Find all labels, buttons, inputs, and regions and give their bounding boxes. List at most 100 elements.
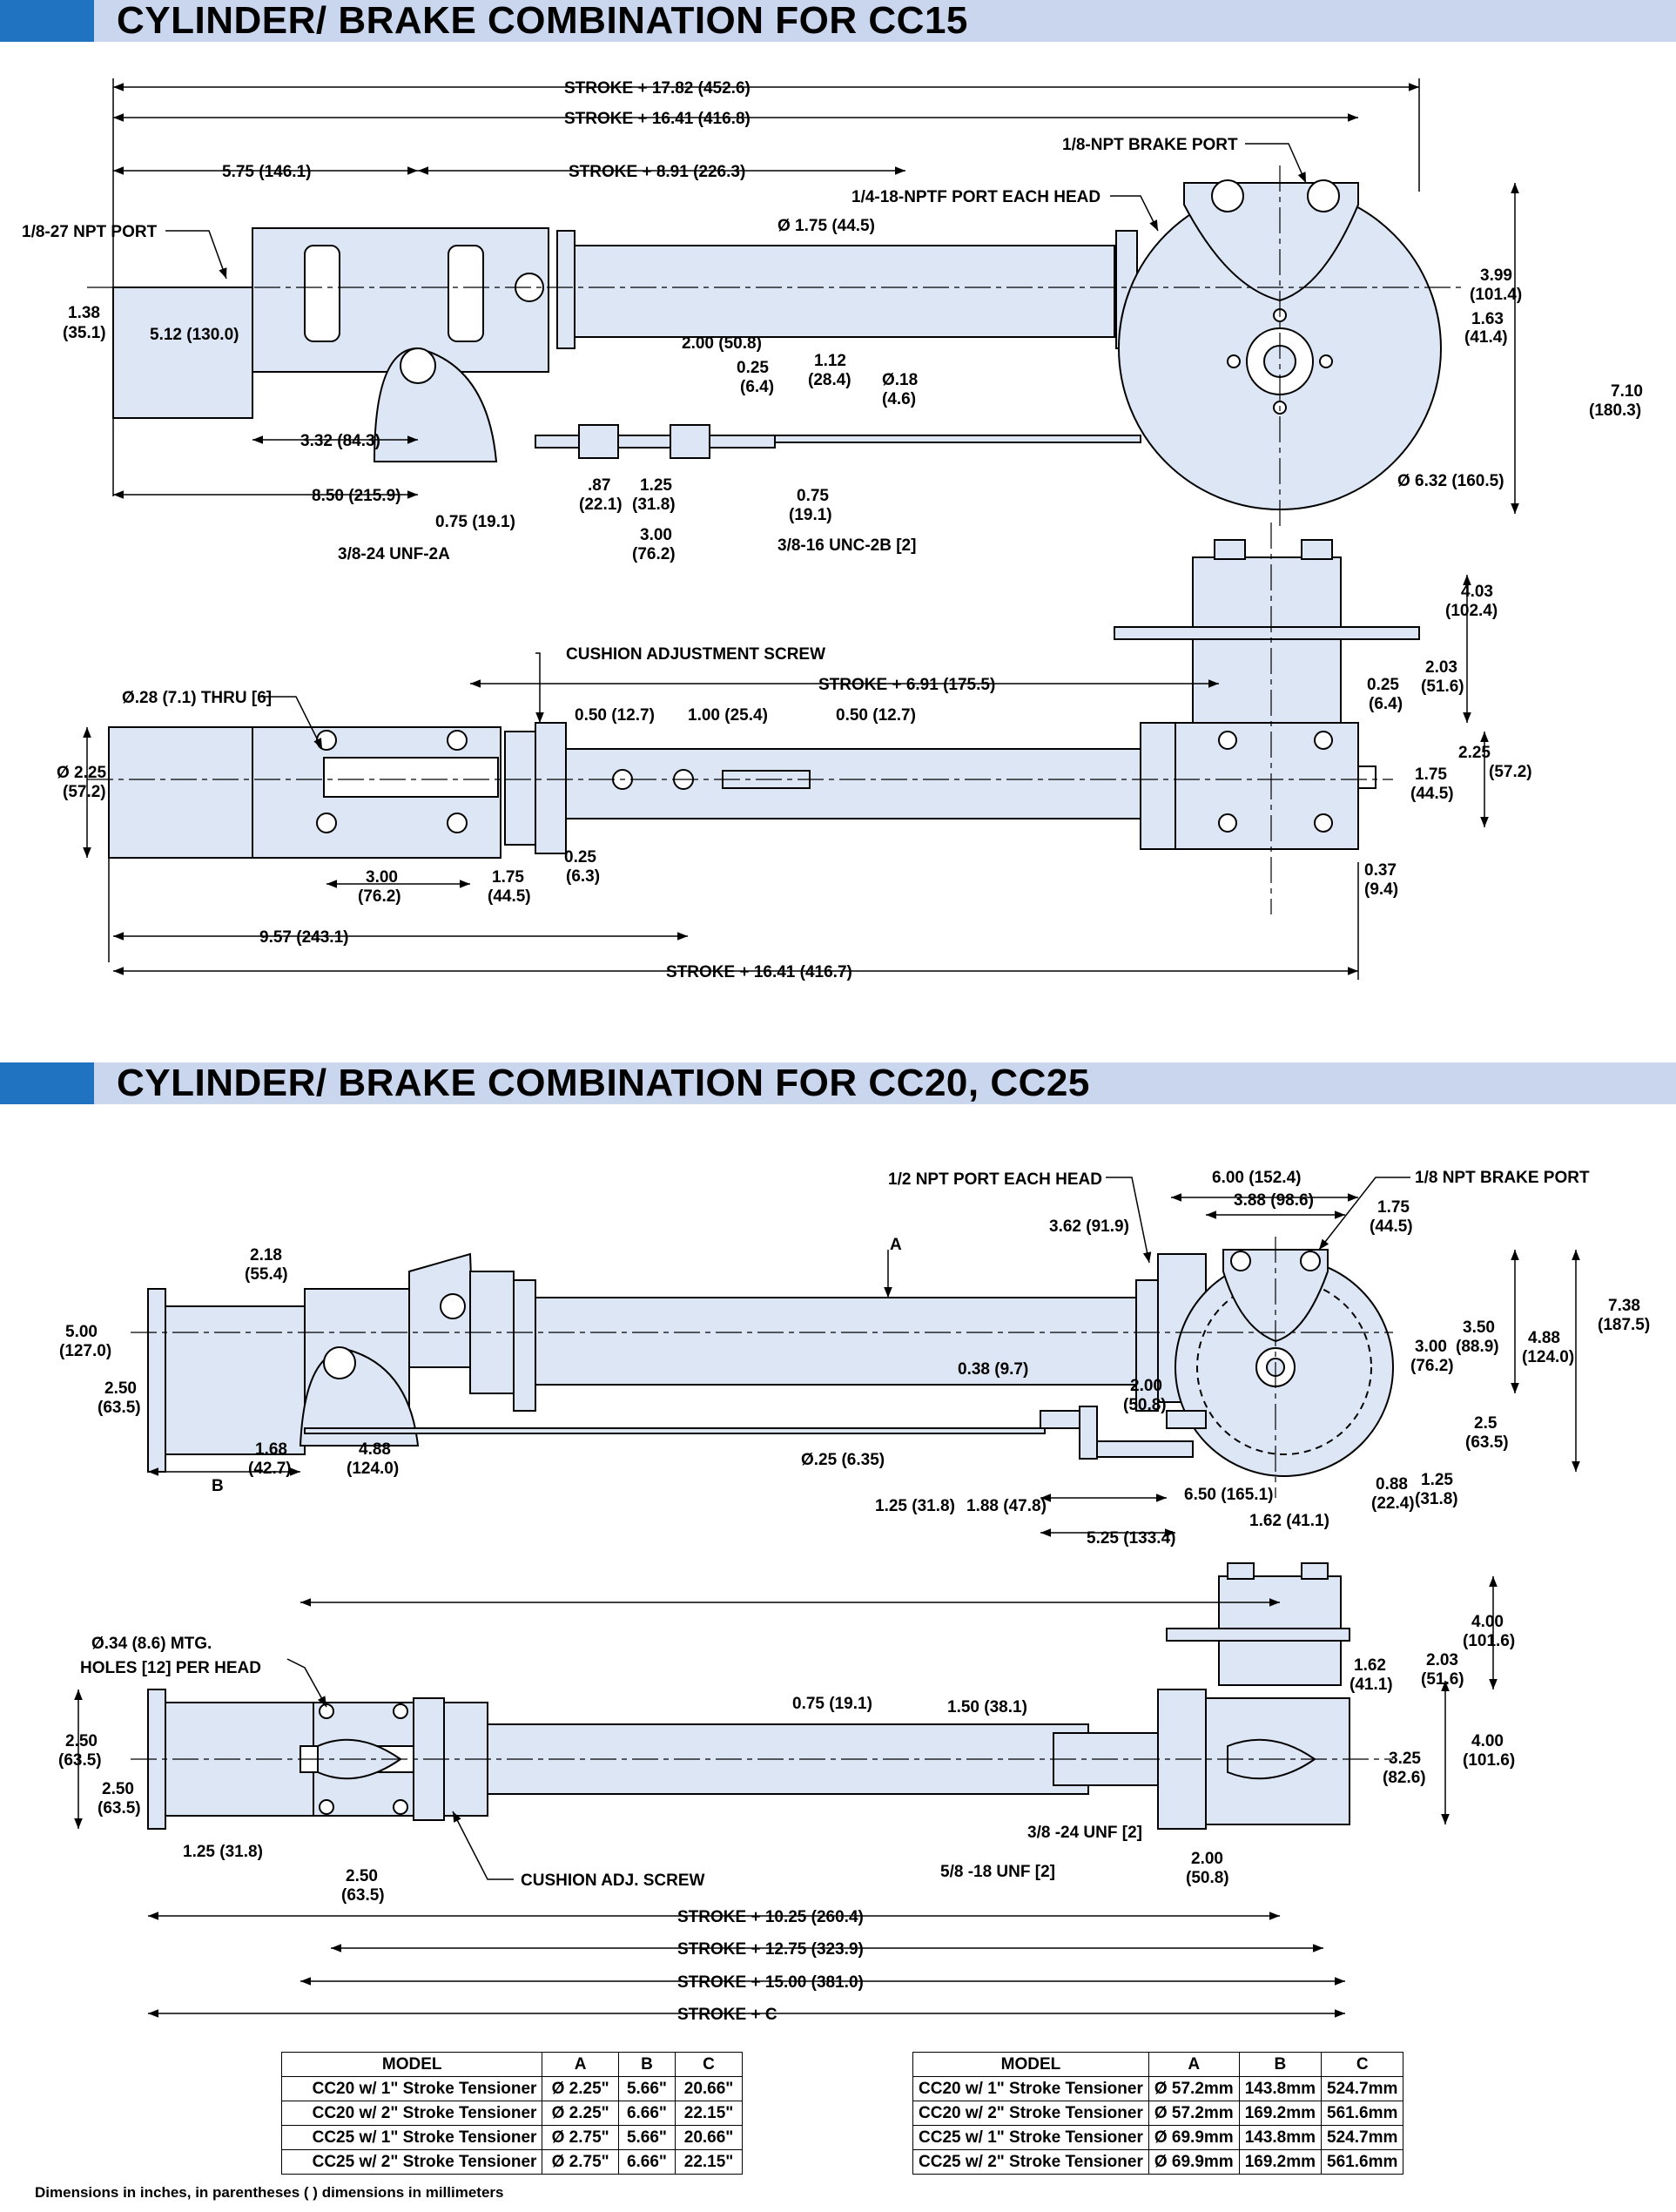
dim-label: (187.5) <box>1598 1316 1650 1334</box>
table-row: CC20 w/ 2" Stroke Tensioner Ø 2.25" 6.66… <box>280 2101 743 2126</box>
table-cell: 5.66" <box>617 2125 676 2150</box>
table-cell: 6.66" <box>617 2101 676 2126</box>
cc20-top-labels: 1/2 NPT PORT EACH HEAD 6.00 (152.4) 1/8 … <box>59 1169 1650 1548</box>
dim-label: 4.03 <box>1461 583 1493 601</box>
table-row: CC25 w/ 1" Stroke Tensioner Ø 69.9mm 143… <box>912 2125 1404 2150</box>
callout-label: Ø.28 (7.1) THRU [6] <box>122 689 272 707</box>
dim-label: (124.0) <box>1522 1348 1574 1366</box>
dimensions-table-mm: MODEL A B C CC20 w/ 1" Stroke Tensioner … <box>912 2052 1404 2175</box>
dim-label: (51.6) <box>1421 1670 1464 1689</box>
table-cell: CC20 w/ 1" Stroke Tensioner <box>912 2076 1149 2101</box>
dim-label: 2.00 <box>1130 1377 1162 1395</box>
dim-label: 4.88 <box>1528 1329 1560 1347</box>
dim-label: 0.75 (19.1) <box>435 513 515 531</box>
dim-label: B <box>212 1477 224 1495</box>
cc15-bottom-labels: 4.03 (102.4) CUSHION ADJUSTMENT SCREW ST… <box>57 583 1532 981</box>
table-row: CC20 w/ 1" Stroke Tensioner Ø 57.2mm 143… <box>912 2076 1404 2101</box>
dim-label: (82.6) <box>1383 1769 1426 1787</box>
table-cell: Ø 2.75" <box>542 2149 619 2175</box>
dim-label: (57.2) <box>1489 763 1532 781</box>
dim-label: STROKE + C <box>677 2006 777 2024</box>
dim-label: 3.25 <box>1389 1750 1421 1768</box>
section-title: CYLINDER/ BRAKE COMBINATION FOR CC15 <box>117 0 968 42</box>
cc20-bottom-labels: 4.00 (101.6) Ø.34 (8.6) MTG. HOLES [12] … <box>58 1613 1515 2024</box>
dim-label: 2.03 <box>1426 1651 1458 1669</box>
callout-label: 1/8-27 NPT PORT <box>22 223 158 241</box>
dim-label: STROKE + 15.00 (381.0) <box>677 1973 864 1992</box>
table-cell: 22.15" <box>675 2149 743 2175</box>
dim-label: 6.50 (165.1) <box>1184 1486 1273 1504</box>
table-header: C <box>1321 2052 1404 2077</box>
table-cell: CC20 w/ 2" Stroke Tensioner <box>912 2101 1149 2126</box>
table-cell: CC20 w/ 1" Stroke Tensioner <box>280 2076 543 2101</box>
section-header-cc15: CYLINDER/ BRAKE COMBINATION FOR CC15 <box>0 0 1676 42</box>
dim-label: 1.50 (38.1) <box>947 1698 1027 1716</box>
dim-label: 1.75 <box>492 868 524 887</box>
dim-label: (102.4) <box>1445 602 1498 620</box>
dim-label: 3.00 <box>366 868 398 887</box>
cc15-bottom-view <box>108 539 1420 859</box>
dim-label: STROKE + 12.75 (323.9) <box>677 1940 864 1959</box>
dim-label: 2.50 <box>104 1379 137 1398</box>
dim-label: (180.3) <box>1589 401 1641 420</box>
table-cell: 524.7mm <box>1321 2076 1404 2101</box>
dim-label: STROKE + 16.41 (416.8) <box>564 110 750 128</box>
dim-label: 3.99 <box>1480 266 1512 285</box>
dim-label: (76.2) <box>1410 1357 1454 1375</box>
dim-label: STROKE + 8.91 (226.3) <box>569 163 745 181</box>
table-cell: 5.66" <box>617 2076 676 2101</box>
table-cell: Ø 57.2mm <box>1148 2076 1240 2101</box>
dim-label: 2.00 <box>1191 1850 1223 1868</box>
dim-label: 1.25 (31.8) <box>875 1497 955 1515</box>
dim-label: 1.63 <box>1471 310 1504 328</box>
dim-label: (6.3) <box>566 867 600 886</box>
table-cell: Ø 2.75" <box>542 2125 619 2150</box>
dim-label: 4.00 <box>1471 1732 1504 1750</box>
dim-label: (88.9) <box>1456 1338 1499 1356</box>
table-cell: CC25 w/ 2" Stroke Tensioner <box>912 2149 1149 2175</box>
dim-label: 0.50 (12.7) <box>575 706 655 725</box>
dim-label: 1.62 <box>1354 1656 1386 1675</box>
table-header: C <box>675 2052 743 2077</box>
dim-label: (6.4) <box>740 378 774 396</box>
dim-label: (44.5) <box>1370 1217 1413 1236</box>
dim-label: 8.50 (215.9) <box>312 487 400 505</box>
section-header-cc20: CYLINDER/ BRAKE COMBINATION FOR CC20, CC… <box>0 1062 1676 1104</box>
dim-label: (4.6) <box>882 390 916 408</box>
table-row: CC25 w/ 2" Stroke Tensioner Ø 69.9mm 169… <box>912 2149 1404 2175</box>
table-cell: 524.7mm <box>1321 2125 1404 2150</box>
dim-label: 2.50 <box>65 1732 98 1750</box>
dim-label: 3.00 <box>640 526 672 544</box>
dim-label: 0.25 <box>1367 676 1399 694</box>
thread-label: 3/8 -24 UNF [2] <box>1027 1824 1142 1842</box>
dim-label: 3.62 (91.9) <box>1049 1217 1129 1236</box>
callout-label: Ø.34 (8.6) MTG. <box>91 1635 212 1653</box>
dim-label: 3.50 <box>1463 1318 1495 1337</box>
footnote: Dimensions in inches, in parentheses ( )… <box>35 2184 504 2201</box>
table-cell: Ø 69.9mm <box>1148 2125 1240 2150</box>
dim-label: 2.50 <box>346 1867 378 1885</box>
dim-label: (44.5) <box>488 887 531 906</box>
dim-label: (63.5) <box>1465 1433 1509 1452</box>
table-cell: Ø 69.9mm <box>1148 2149 1240 2175</box>
dim-label: (127.0) <box>59 1342 111 1360</box>
table-header: MODEL <box>912 2052 1149 2077</box>
dim-label: 1.38 <box>68 304 100 322</box>
dim-label: Ø.25 (6.35) <box>801 1451 885 1469</box>
dim-label: 4.88 <box>359 1440 391 1459</box>
dim-label: (31.8) <box>1415 1490 1458 1508</box>
dim-label: (35.1) <box>63 324 106 342</box>
table-header: MODEL <box>280 2052 543 2077</box>
cc15-top-labels: STROKE + 17.82 (452.6) STROKE + 16.41 (4… <box>22 79 1643 563</box>
dim-label: (42.7) <box>248 1460 292 1478</box>
callout-label: CUSHION ADJ. SCREW <box>521 1871 705 1890</box>
callout-label: 1/2 NPT PORT EACH HEAD <box>888 1170 1102 1189</box>
dim-label: 0.75 <box>797 487 829 505</box>
table-cell: 169.2mm <box>1238 2101 1323 2126</box>
dim-label: 1.25 <box>640 476 672 495</box>
dim-label: 1.62 (41.1) <box>1249 1512 1329 1530</box>
dim-label: (76.2) <box>632 545 676 563</box>
dim-label: 1.25 <box>1421 1471 1453 1489</box>
table-row: CC20 w/ 2" Stroke Tensioner Ø 57.2mm 169… <box>912 2101 1404 2126</box>
